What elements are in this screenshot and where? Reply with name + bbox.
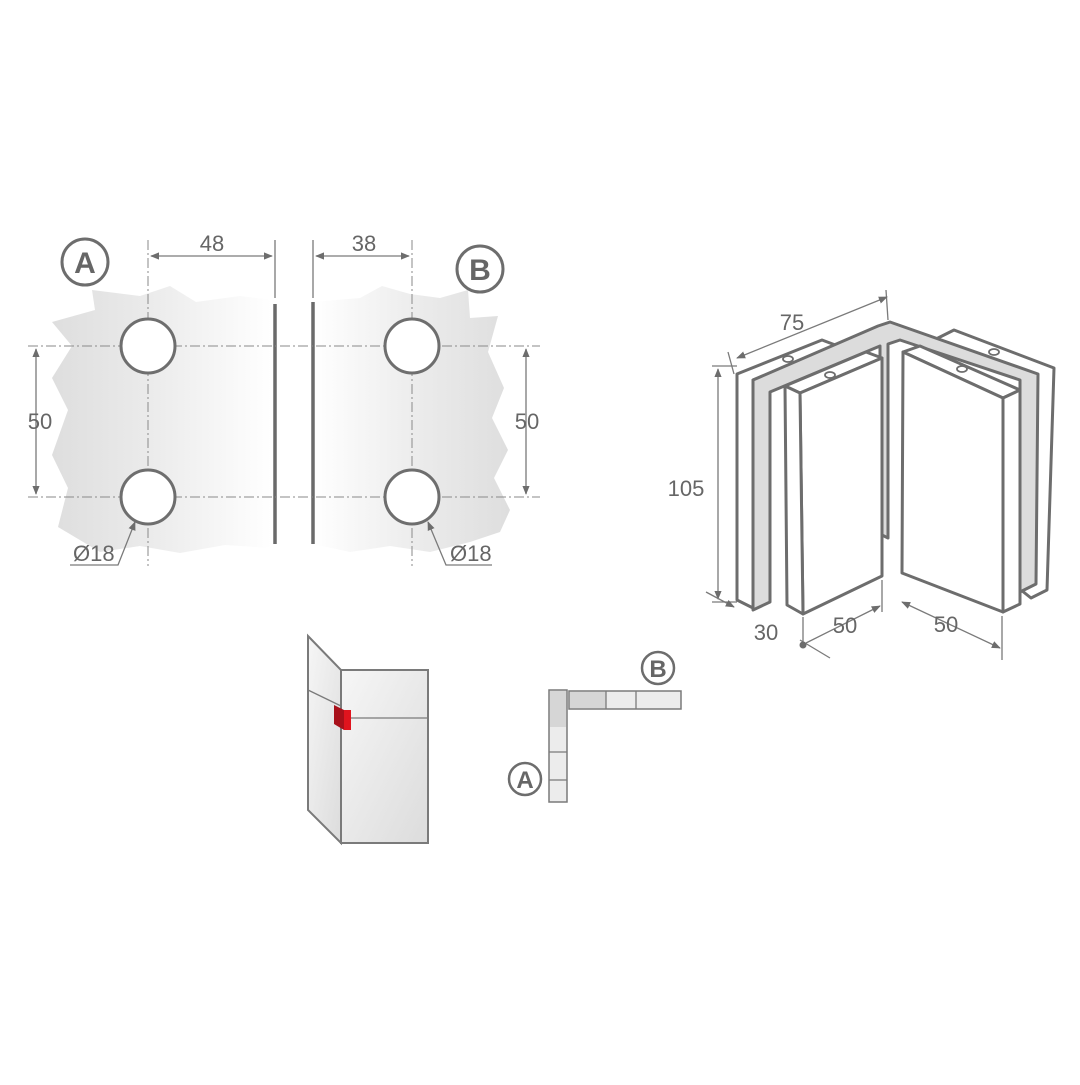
plan-b-badge: B [640, 650, 676, 686]
panel-b-letter: B [469, 254, 491, 287]
plan-a-badge: A [507, 761, 543, 797]
dim-hinge-leaf-b: 50 [934, 612, 958, 637]
glass-panel-b [311, 286, 510, 552]
screw-hole-1 [782, 355, 794, 363]
screw-hole-2 [824, 371, 836, 379]
dim-hinge-height: 105 [668, 476, 705, 501]
hinge-body [751, 320, 1040, 612]
panel-b-badge: B [455, 244, 505, 294]
hole-a-bottom [119, 468, 177, 526]
installation-sketch [307, 633, 429, 846]
dim-b-hole-spacing: 50 [515, 409, 539, 434]
hole-b-top [383, 317, 441, 375]
dim-origin-dot [799, 641, 807, 649]
hinge-clamp-right-front [900, 350, 1005, 614]
hinge-clamp-right-side [1001, 388, 1022, 614]
plan-view [548, 689, 682, 803]
panel-a-letter: A [74, 247, 96, 280]
sketch-glass-left [307, 633, 342, 846]
screw-hole-3 [956, 365, 968, 373]
hole-a-top [119, 317, 177, 375]
hinge-clamp-left-side [798, 356, 884, 616]
glass-b-cutout [313, 286, 510, 552]
hinge-clamp-left-front [783, 384, 805, 616]
panel-a-badge: A [60, 237, 110, 287]
mounting-holes [119, 317, 441, 526]
sketch-glass-right [340, 669, 429, 844]
dim-a-hole-spacing: 50 [28, 409, 52, 434]
dim-a-edge-offset: 48 [200, 231, 224, 256]
dim-a-hole-diameter: Ø18 [73, 541, 115, 566]
screw-hole-4 [988, 348, 1000, 356]
plan-a-letter: A [516, 767, 533, 794]
dim-hinge-width: 75 [780, 310, 804, 335]
dim-b-hole-diameter: Ø18 [450, 541, 492, 566]
glass-panel-a [52, 286, 277, 553]
hinge-marker [334, 705, 344, 730]
hinge-3d-view [735, 320, 1056, 616]
dim-hinge-leaf-a: 50 [833, 613, 857, 638]
hole-b-bottom [383, 468, 441, 526]
glass-a-cutout [52, 286, 272, 553]
hinge-marker-face [344, 710, 351, 730]
dim-b-edge-offset: 38 [352, 231, 376, 256]
plan-b-letter: B [649, 656, 666, 683]
glass-dimension-lines [32, 240, 530, 566]
dim-hinge-depth: 30 [754, 620, 778, 645]
hinge-dimension-lines [705, 289, 1003, 660]
